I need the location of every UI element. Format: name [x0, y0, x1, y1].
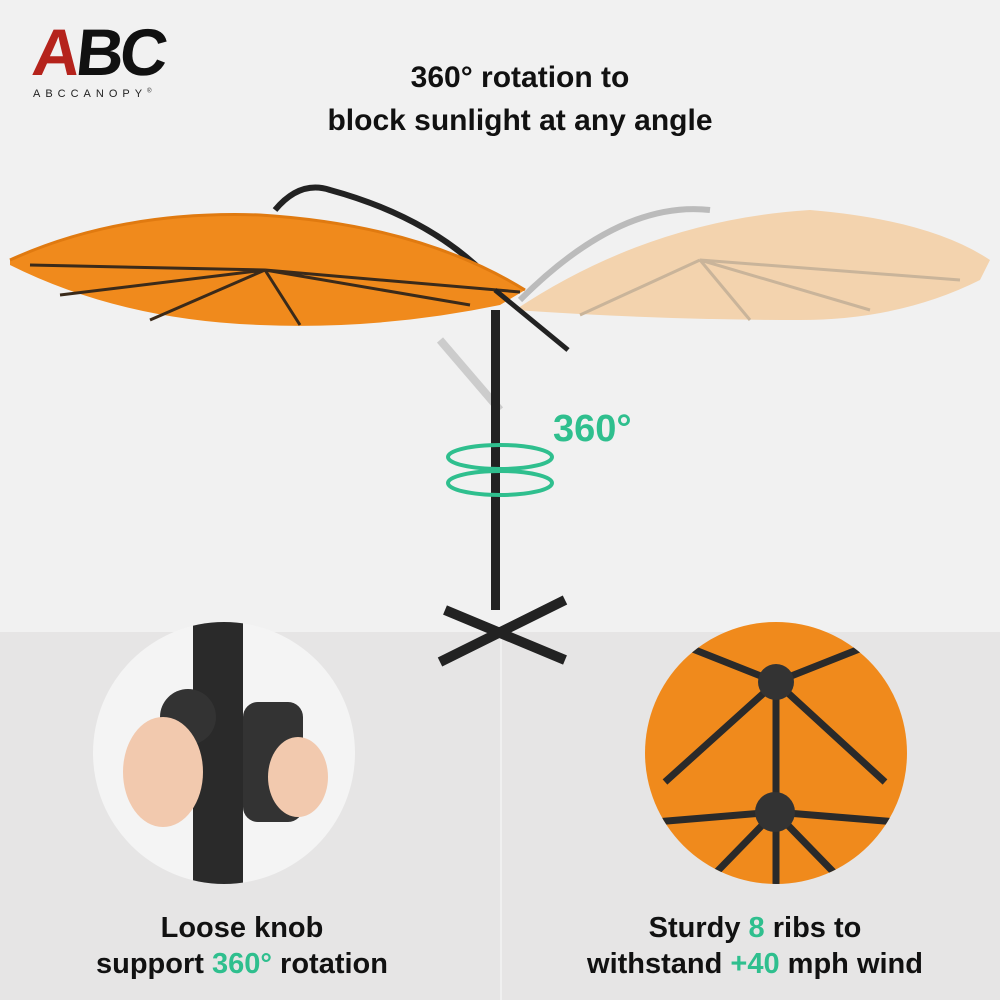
caption-text: withstand: [587, 948, 731, 980]
logo-subtitle: ABCCANOPY: [33, 88, 148, 100]
caption-text: support: [96, 948, 212, 980]
caption-highlight: 360°: [212, 948, 272, 980]
caption-highlight: +40: [730, 948, 780, 980]
knob-detail-image: [93, 622, 355, 884]
caption-line-2: withstand +40 mph wind: [535, 946, 975, 982]
caption-line-1: Loose knob: [160, 912, 324, 944]
headline-line-1: 360° rotation to: [410, 61, 630, 94]
feature-caption-knob: Loose knob support 360° rotation: [22, 910, 462, 982]
umbrella-image: [9, 184, 570, 667]
logo-letters-bc: BC: [72, 15, 168, 89]
caption-text: Sturdy: [648, 912, 749, 944]
caption-line-2: support 360° rotation: [22, 946, 462, 982]
rotation-badge: 360°: [553, 408, 632, 450]
ribs-detail-image: [645, 622, 907, 884]
brand-logo: ABC ABCCANOPY®: [29, 15, 183, 100]
headline-line-2: block sunlight at any angle: [327, 104, 713, 137]
divider: [500, 632, 502, 1000]
feature-caption-ribs: Sturdy 8 ribs to withstand +40 mph wind: [535, 910, 975, 982]
caption-text: mph wind: [779, 948, 923, 980]
logo-letter-a: A: [29, 15, 81, 89]
caption-line-1: Sturdy 8 ribs to: [535, 910, 975, 946]
caption-text: rotation: [271, 948, 388, 980]
rotation-arrows-icon: [446, 443, 554, 497]
caption-highlight: 8: [748, 912, 765, 944]
caption-text: ribs to: [764, 912, 862, 944]
faded-umbrella-image: [436, 206, 990, 413]
registered-mark: ®: [147, 88, 152, 95]
headline: 360° rotation to block sunlight at any a…: [250, 56, 790, 142]
